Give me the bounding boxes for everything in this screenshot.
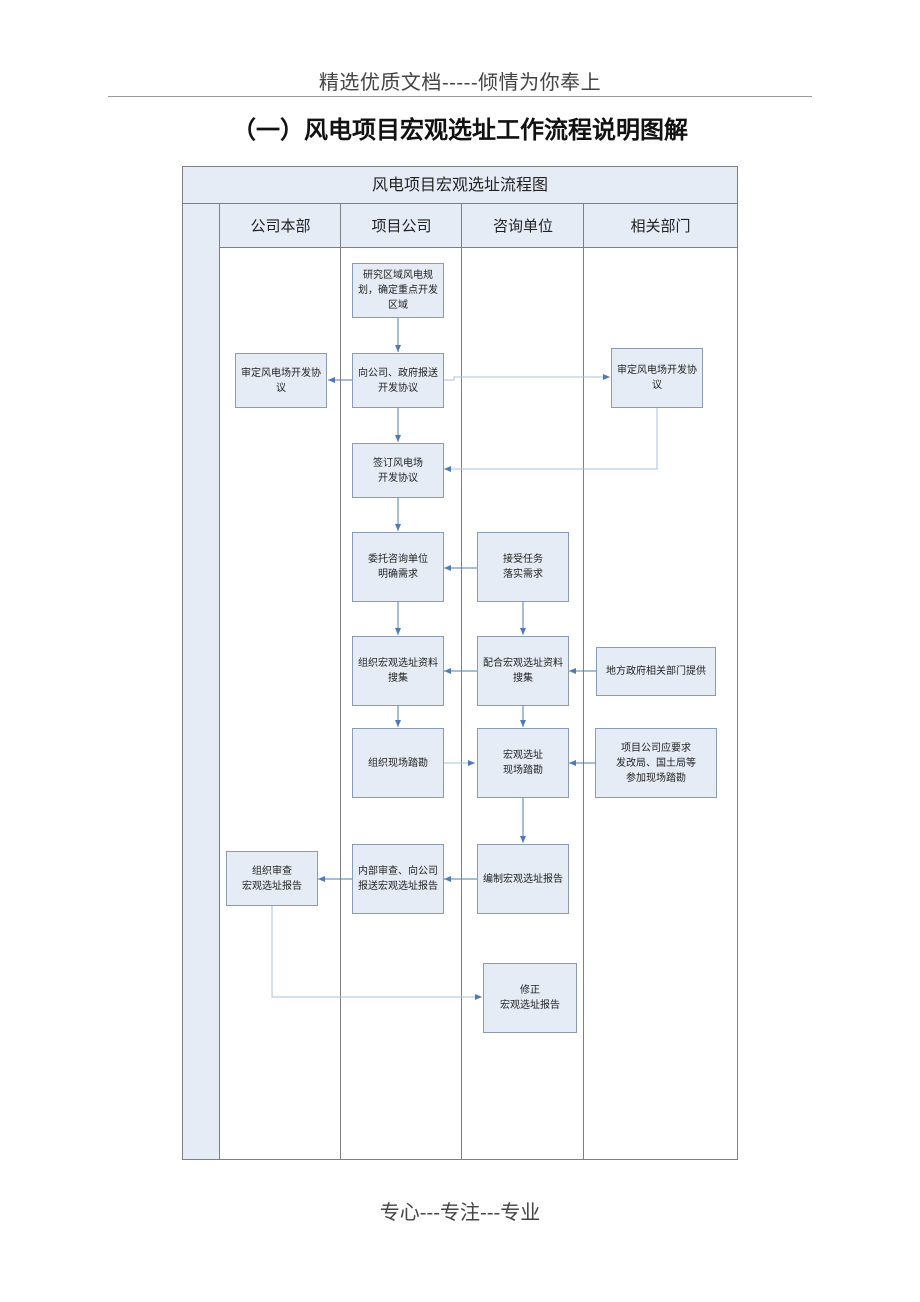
- page-header: 精选优质文档-----倾情为你奉上: [318, 70, 602, 94]
- lane-header-hq: 公司本部: [220, 204, 341, 248]
- arrow-submit-to-dept-review: [442, 374, 610, 381]
- node-organize-survey: 组织现场踏勘: [352, 728, 444, 798]
- flowchart-title: 风电项目宏观选址流程图: [183, 167, 737, 204]
- node-accept-task: 接受任务 落实需求: [477, 532, 569, 602]
- lane-divider: [583, 204, 584, 1159]
- node-dept-review-agreement: 审定风电场开发协 议: [611, 348, 703, 408]
- document-title: （一）风电项目宏观选址工作流程说明图解: [232, 115, 688, 144]
- node-site-survey: 宏观选址 现场踏勘: [477, 728, 569, 798]
- lane-divider: [461, 204, 462, 1159]
- lane-header-related-dept: 相关部门: [584, 204, 737, 248]
- node-local-gov-provide: 地方政府相关部门提供: [596, 647, 716, 696]
- node-compile-report: 编制宏观选址报告: [477, 844, 569, 914]
- node-revise-report: 修正 宏观选址报告: [483, 963, 577, 1033]
- node-hq-review-report: 组织审查 宏观选址报告: [226, 851, 318, 906]
- node-sign-agreement: 签订风电场 开发协议: [352, 443, 444, 498]
- node-dept-join-survey: 项目公司应要求 发改局、国土局等 参加现场踏勘: [595, 728, 717, 798]
- node-submit-agreement: 向公司、政府报送 开发协议: [352, 353, 444, 408]
- lane-divider: [340, 204, 341, 1159]
- header-rule: [108, 96, 812, 97]
- node-research-planning: 研究区域风电规 划，确定重点开发 区域: [352, 263, 444, 318]
- connector-lines: [271, 318, 658, 1000]
- node-assist-collection: 配合宏观选址资料 搜集: [477, 636, 569, 706]
- node-entrust-consultant: 委托咨询单位 明确需求: [352, 532, 444, 602]
- node-internal-review: 内部审查、向公司 报送宏观选址报告: [352, 844, 444, 914]
- node-hq-review-agreement: 审定风电场开发协 议: [235, 353, 327, 408]
- page-footer: 专心---专注---专业: [379, 1200, 541, 1224]
- node-organize-collection: 组织宏观选址资料 搜集: [352, 636, 444, 706]
- left-margin-strip: [183, 204, 220, 1159]
- lane-header-consultant: 咨询单位: [462, 204, 584, 248]
- lane-header-project-company: 项目公司: [341, 204, 462, 248]
- arrow-hq-report-to-revise: [271, 906, 482, 1000]
- flowchart: 风电项目宏观选址流程图 公司本部 项目公司 咨询单位 相关部门: [182, 166, 738, 1160]
- arrow-dept-review-to-sign: [444, 408, 658, 472]
